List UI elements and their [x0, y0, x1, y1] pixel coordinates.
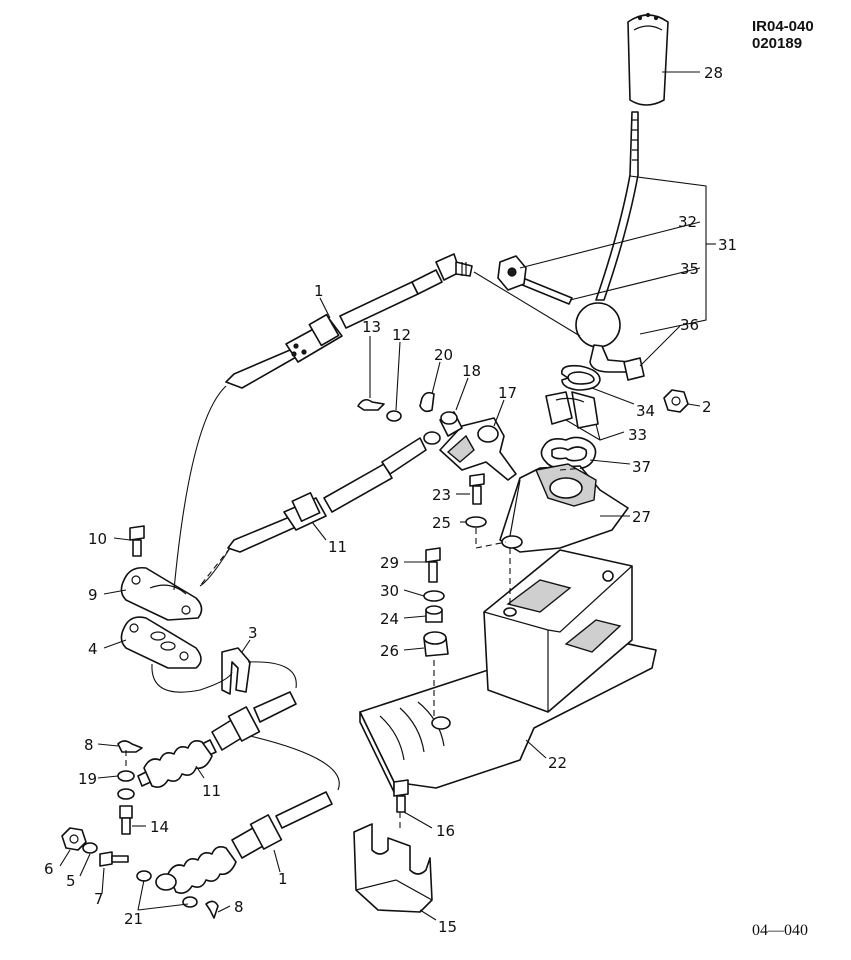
lower-shift-cable-11	[137, 691, 297, 788]
callout-11-middle: 11	[328, 538, 347, 556]
lever-bushings	[545, 391, 599, 429]
bolt-29	[425, 547, 441, 583]
washer-5	[82, 842, 98, 854]
cotter-pin	[357, 398, 385, 411]
callout-22: 22	[548, 754, 567, 772]
callout-21: 21	[124, 910, 143, 928]
callout-34: 34	[636, 402, 655, 420]
callout-12: 12	[392, 326, 411, 344]
callout-13: 13	[362, 318, 381, 336]
washer-30	[423, 590, 445, 602]
support-bracket	[359, 549, 657, 793]
callout-23: 23	[432, 486, 451, 504]
boot-seal	[540, 436, 597, 470]
callout-29: 29	[380, 554, 399, 572]
washer-21b	[182, 896, 198, 908]
cable-bracket	[353, 823, 433, 913]
callout-8-upper: 8	[84, 736, 94, 754]
cable-bracket-plate	[120, 566, 203, 621]
callout-36: 36	[680, 316, 699, 334]
spacer-24	[425, 605, 443, 623]
callout-28: 28	[704, 64, 723, 82]
callout-20: 20	[434, 346, 453, 364]
callout-9: 9	[88, 586, 98, 604]
shift-knob	[627, 12, 669, 106]
callout-16: 16	[436, 822, 455, 840]
lever-housing	[499, 463, 629, 553]
callout-5: 5	[66, 872, 76, 890]
callout-17: 17	[498, 384, 517, 402]
callout-1-upper: 1	[314, 282, 324, 300]
bushing-26	[423, 631, 449, 657]
retaining-clip-3	[221, 647, 251, 695]
figure-id: IR04-040	[752, 18, 814, 35]
callout-26: 26	[380, 642, 399, 660]
washer	[386, 410, 402, 422]
shift-lever	[575, 111, 639, 373]
snap-ring	[561, 364, 601, 391]
callout-27: 27	[632, 508, 651, 526]
washer-19	[117, 770, 135, 782]
cotter-pin-8b	[205, 900, 219, 919]
stud-14	[119, 805, 133, 835]
mounting-plate	[120, 616, 202, 669]
callout-15: 15	[438, 918, 457, 936]
retaining-clip	[623, 357, 645, 381]
callout-37: 37	[632, 458, 651, 476]
lower-shift-cable-1	[155, 791, 333, 894]
lever-nut	[663, 389, 689, 413]
callout-31: 31	[718, 236, 737, 254]
callout-24: 24	[380, 610, 399, 628]
cable-clip	[419, 391, 435, 413]
nut-6	[61, 827, 87, 851]
bolt-7	[99, 851, 129, 867]
leader-lines	[59, 71, 716, 921]
washer-25	[465, 516, 487, 528]
callout-19: 19	[78, 770, 97, 788]
callout-8-lower: 8	[234, 898, 244, 916]
center-lines	[125, 467, 585, 830]
cable-end	[117, 788, 135, 800]
callout-30: 30	[380, 582, 399, 600]
callout-1-lower: 1	[278, 870, 288, 888]
callout-14: 14	[150, 818, 169, 836]
callout-18: 18	[462, 362, 481, 380]
bolt-16	[393, 779, 409, 813]
selector-lever	[439, 417, 517, 481]
middle-shift-cable	[227, 431, 441, 553]
pivot-bolt	[497, 255, 573, 305]
cotter-pin-8	[117, 740, 143, 753]
figure-date: 020189	[752, 35, 802, 52]
callout-6: 6	[44, 860, 54, 878]
callout-32: 32	[678, 213, 697, 231]
figure-ref: 04—040	[752, 922, 808, 939]
callout-11-lower: 11	[202, 782, 221, 800]
callout-4: 4	[88, 640, 98, 658]
callout-labels: 28 32 31 35 36 2 34 33 37 27 1 13 12 20 …	[44, 64, 737, 936]
upper-shift-cable	[225, 253, 473, 389]
bolt-10	[129, 525, 145, 557]
callout-2: 2	[702, 398, 712, 416]
callout-33: 33	[628, 426, 647, 444]
callout-7: 7	[94, 890, 104, 908]
callout-3: 3	[248, 624, 258, 642]
callout-35: 35	[680, 260, 699, 278]
callout-25: 25	[432, 514, 451, 532]
callout-10: 10	[88, 530, 107, 548]
washer-21a	[136, 870, 152, 882]
spacer	[439, 411, 463, 437]
bolt-23	[469, 473, 485, 505]
